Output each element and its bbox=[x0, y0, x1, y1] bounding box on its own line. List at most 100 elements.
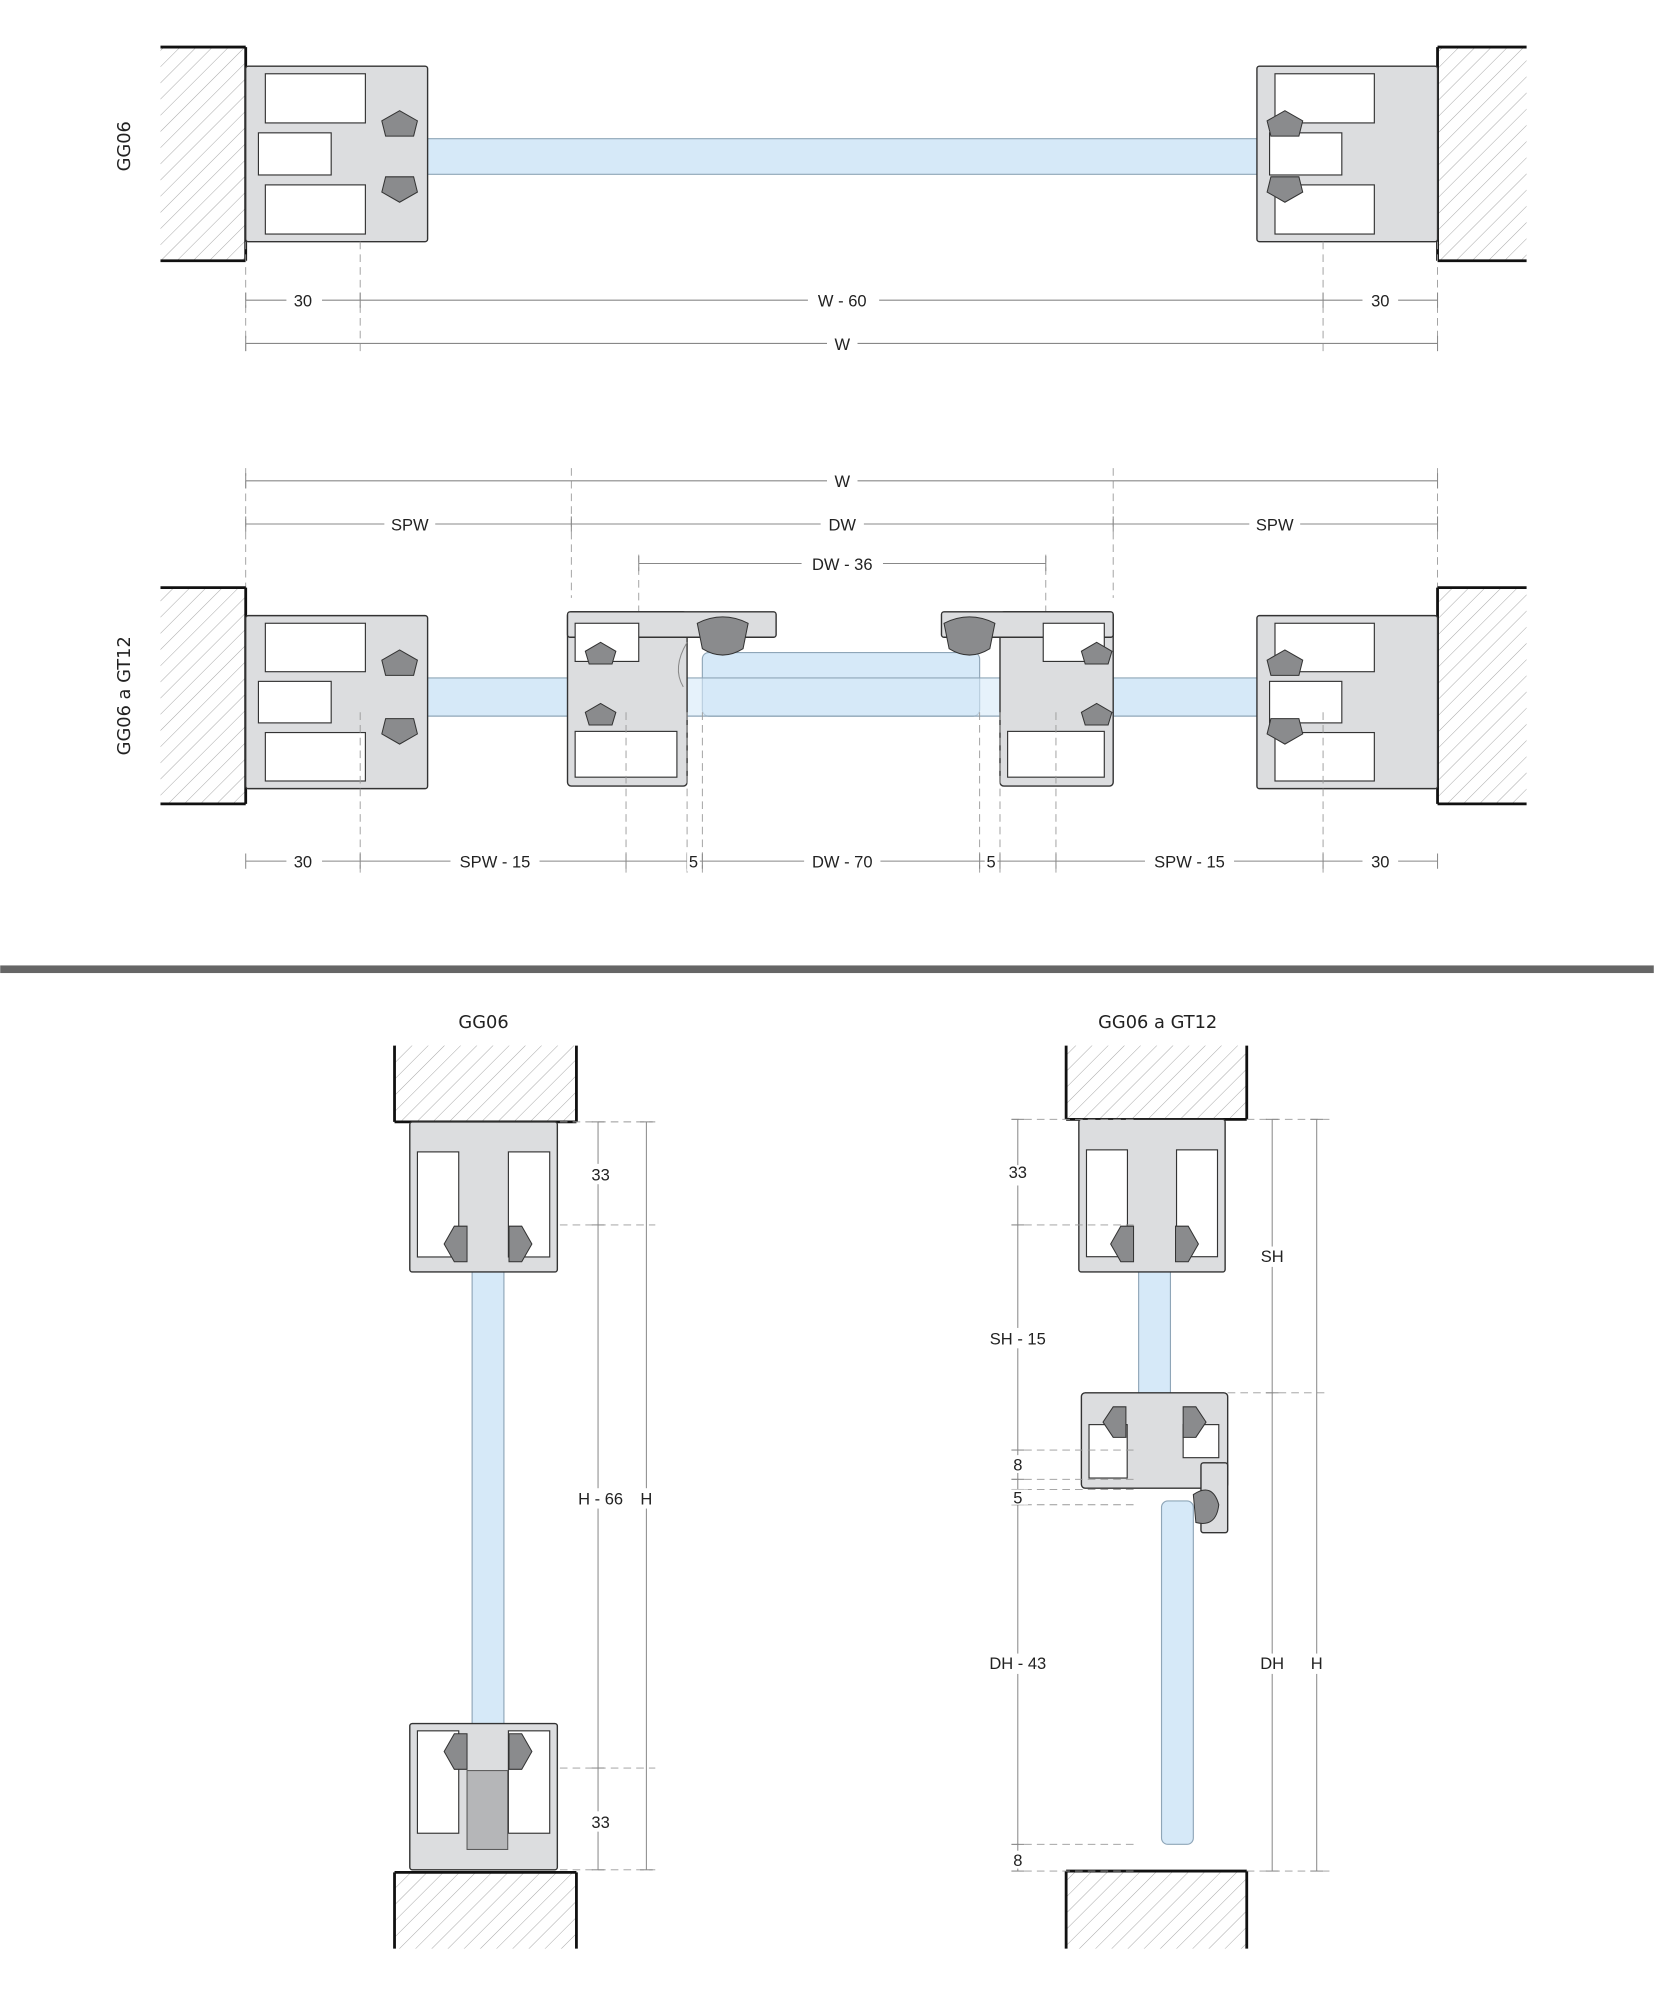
label-mask bbox=[1007, 1455, 1028, 1473]
vdim-h-66: H - 66 bbox=[578, 1490, 623, 1509]
section-separator bbox=[0, 965, 1654, 974]
dim-b-spw15-right: SPW - 15 bbox=[1154, 852, 1225, 871]
vdim-d-8-top: 8 bbox=[1013, 1455, 1022, 1474]
vdim-h: H bbox=[640, 1490, 652, 1509]
label-mask bbox=[827, 470, 858, 491]
label-mask bbox=[1007, 1489, 1028, 1505]
label-mask bbox=[384, 513, 436, 535]
vdim-d-33: 33 bbox=[1009, 1163, 1027, 1182]
dim-30-right: 30 bbox=[1371, 292, 1389, 311]
vdim-d-h: H bbox=[1311, 1654, 1323, 1673]
vdim-d-dh43: DH - 43 bbox=[989, 1654, 1046, 1673]
profile-chamber bbox=[264, 73, 366, 124]
gasket bbox=[1182, 1406, 1207, 1438]
profile-chamber bbox=[1274, 622, 1375, 673]
glass-overlap bbox=[638, 677, 1047, 717]
glass-pane-vertical bbox=[471, 1224, 505, 1775]
gasket bbox=[381, 110, 419, 137]
gasket bbox=[584, 702, 617, 726]
vdim-d-5: 5 bbox=[1013, 1488, 1022, 1507]
gasket bbox=[584, 641, 617, 665]
dim-dw: DW bbox=[829, 515, 857, 534]
section-label-gg06: GG06 bbox=[114, 121, 135, 171]
dim-b-30-left: 30 bbox=[294, 852, 312, 871]
label-mask bbox=[827, 333, 858, 354]
label-mask bbox=[687, 850, 700, 872]
label-mask bbox=[820, 513, 864, 535]
wall-hatch bbox=[394, 1045, 577, 1122]
label-mask bbox=[575, 1488, 629, 1509]
glass-pane bbox=[359, 138, 1324, 175]
wall-hatch bbox=[160, 47, 246, 261]
dim-spw-left: SPW bbox=[391, 515, 429, 534]
dim-w-total: W bbox=[834, 472, 850, 491]
wall-hatch bbox=[1066, 1871, 1247, 1949]
vdim-d-8-bottom: 8 bbox=[1013, 1851, 1022, 1870]
dim-dw-36: DW - 36 bbox=[812, 555, 873, 574]
label-mask bbox=[807, 290, 880, 311]
label-mask bbox=[636, 1488, 657, 1509]
dim-b-dw70: DW - 70 bbox=[812, 852, 873, 871]
dim-spw-right: SPW bbox=[1256, 515, 1294, 534]
seal-lip bbox=[677, 642, 688, 688]
vdim-d-sh: SH bbox=[1261, 1247, 1284, 1266]
gasket bbox=[381, 649, 419, 676]
profile-chamber bbox=[257, 680, 332, 724]
gasket bbox=[443, 1733, 468, 1770]
wall-hatch bbox=[394, 1872, 577, 1949]
gasket bbox=[1110, 1225, 1135, 1263]
gasket bbox=[1175, 1225, 1200, 1263]
vdim-d-sh15: SH - 15 bbox=[990, 1329, 1046, 1348]
gasket bbox=[381, 176, 419, 203]
label-mask bbox=[1259, 1653, 1288, 1674]
glass-pane-door-vertical bbox=[1160, 1500, 1194, 1845]
gasket bbox=[1266, 176, 1304, 203]
dim-w: W bbox=[834, 335, 850, 354]
wall-hatch bbox=[1437, 47, 1527, 261]
label-mask bbox=[1007, 1850, 1028, 1869]
dim-b-spw15-left: SPW - 15 bbox=[460, 852, 531, 871]
dim-b-5-right: 5 bbox=[986, 852, 995, 871]
label-mask bbox=[450, 850, 540, 872]
door-seal-right bbox=[943, 616, 996, 656]
profile-chamber bbox=[1268, 132, 1343, 176]
label-mask bbox=[987, 1327, 1049, 1349]
dim-b-5-left: 5 bbox=[689, 852, 698, 871]
label-mask bbox=[286, 850, 323, 872]
label-mask bbox=[984, 850, 998, 872]
label-mask bbox=[1307, 1653, 1329, 1674]
profile-chamber bbox=[264, 731, 366, 782]
gasket bbox=[1266, 110, 1304, 137]
label-mask bbox=[1362, 290, 1399, 311]
label-mask bbox=[585, 1811, 614, 1832]
label-mask bbox=[1249, 513, 1301, 535]
gasket bbox=[1266, 649, 1304, 676]
gasket bbox=[1080, 641, 1113, 665]
gasket bbox=[443, 1225, 468, 1263]
label-mask bbox=[804, 850, 881, 872]
gasket bbox=[508, 1225, 533, 1263]
gasket bbox=[1266, 718, 1304, 745]
dim-30-left: 30 bbox=[294, 292, 312, 311]
profile-chamber bbox=[264, 184, 366, 235]
vertical-title-gg06: GG06 bbox=[458, 1012, 508, 1033]
gasket bbox=[1080, 702, 1113, 726]
label-mask bbox=[1259, 1246, 1288, 1267]
wall-hatch bbox=[1437, 587, 1527, 804]
label-mask bbox=[1362, 850, 1399, 872]
label-mask bbox=[801, 553, 883, 574]
door-seal-left bbox=[696, 616, 749, 656]
label-mask bbox=[987, 1653, 1049, 1674]
label-mask bbox=[585, 1163, 614, 1185]
dim-b-30-right: 30 bbox=[1371, 852, 1389, 871]
gasket bbox=[1102, 1406, 1127, 1438]
profile-chamber bbox=[257, 132, 332, 176]
wall-hatch bbox=[160, 587, 246, 804]
setting-block bbox=[466, 1770, 509, 1850]
vdim-33-bottom: 33 bbox=[591, 1813, 609, 1832]
label-mask bbox=[1005, 1165, 1034, 1186]
vertical-title-gg06-gt12: GG06 a GT12 bbox=[1098, 1012, 1217, 1033]
gasket bbox=[508, 1733, 533, 1770]
label-mask bbox=[1144, 850, 1235, 872]
